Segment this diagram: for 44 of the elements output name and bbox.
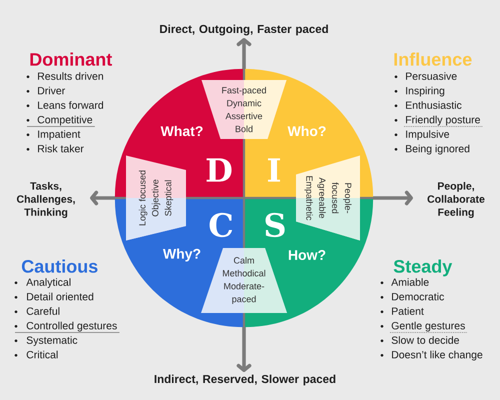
list-heading: Influence: [394, 52, 472, 66]
list-item: Competitive: [38, 116, 92, 126]
list-item: Driver: [38, 86, 66, 94]
trapezoid-panel: People-focused Agreeable Empathetic: [296, 156, 360, 240]
quadrant-letter: D: [206, 158, 232, 182]
list-item: Inspiring: [406, 86, 444, 96]
trapezoid-panel: Calm Methodical Moderate-paced: [201, 248, 287, 313]
list-item: Controlled gestures: [26, 322, 117, 332]
list-item: Slow to decide: [392, 336, 459, 344]
quadrant-letter: I: [268, 158, 280, 182]
trapezoid-panel: Fast-paced Dynamic Assertive Bold: [202, 80, 286, 139]
axis-label: People, Collaborate Feeling: [428, 182, 485, 218]
list-item: Careful: [26, 307, 60, 315]
list-item: Patient: [392, 307, 424, 315]
axis-label: Indirect, Reserved, Slower paced: [154, 374, 336, 386]
quadrant-letter: S: [266, 212, 285, 238]
list-item: Critical: [26, 350, 58, 358]
list-item: Leans forward: [38, 101, 104, 109]
list-heading: Steady: [394, 260, 452, 276]
question-label: Why?: [162, 248, 200, 262]
question-label: How?: [288, 250, 326, 260]
question-label: Who?: [288, 126, 326, 136]
list-item: Systematic: [26, 336, 78, 346]
list-item: Risk taker: [38, 144, 84, 152]
list-item: Enthusiastic: [406, 101, 462, 109]
trapezoid-panel: Logic focused Objective Skeptical: [126, 156, 186, 240]
axis-label: Tasks, Challenges, Thinking: [16, 182, 75, 218]
list-item: Persuasive: [406, 72, 457, 80]
axis-label: Direct, Outgoing, Faster paced: [160, 24, 328, 36]
list-item: Doesn’t like change: [392, 350, 482, 360]
list-item: Gentle gestures: [392, 322, 465, 332]
list-item: Amiable: [391, 278, 429, 286]
list-item: Impulsive: [406, 130, 450, 140]
list-item: Detail oriented: [27, 292, 94, 300]
list-item: Democratic: [392, 292, 444, 300]
list-item: Friendly posture: [406, 116, 480, 126]
list-item: Analytical: [26, 278, 70, 288]
list-heading: Dominant: [30, 52, 112, 66]
list-item: Impatient: [38, 130, 80, 140]
question-label: What?: [160, 126, 203, 136]
list-heading: Cautious: [22, 260, 98, 273]
quadrant-letter: C: [210, 212, 232, 238]
list-item: Results driven: [38, 72, 104, 80]
list-item: Being ignored: [406, 144, 470, 154]
